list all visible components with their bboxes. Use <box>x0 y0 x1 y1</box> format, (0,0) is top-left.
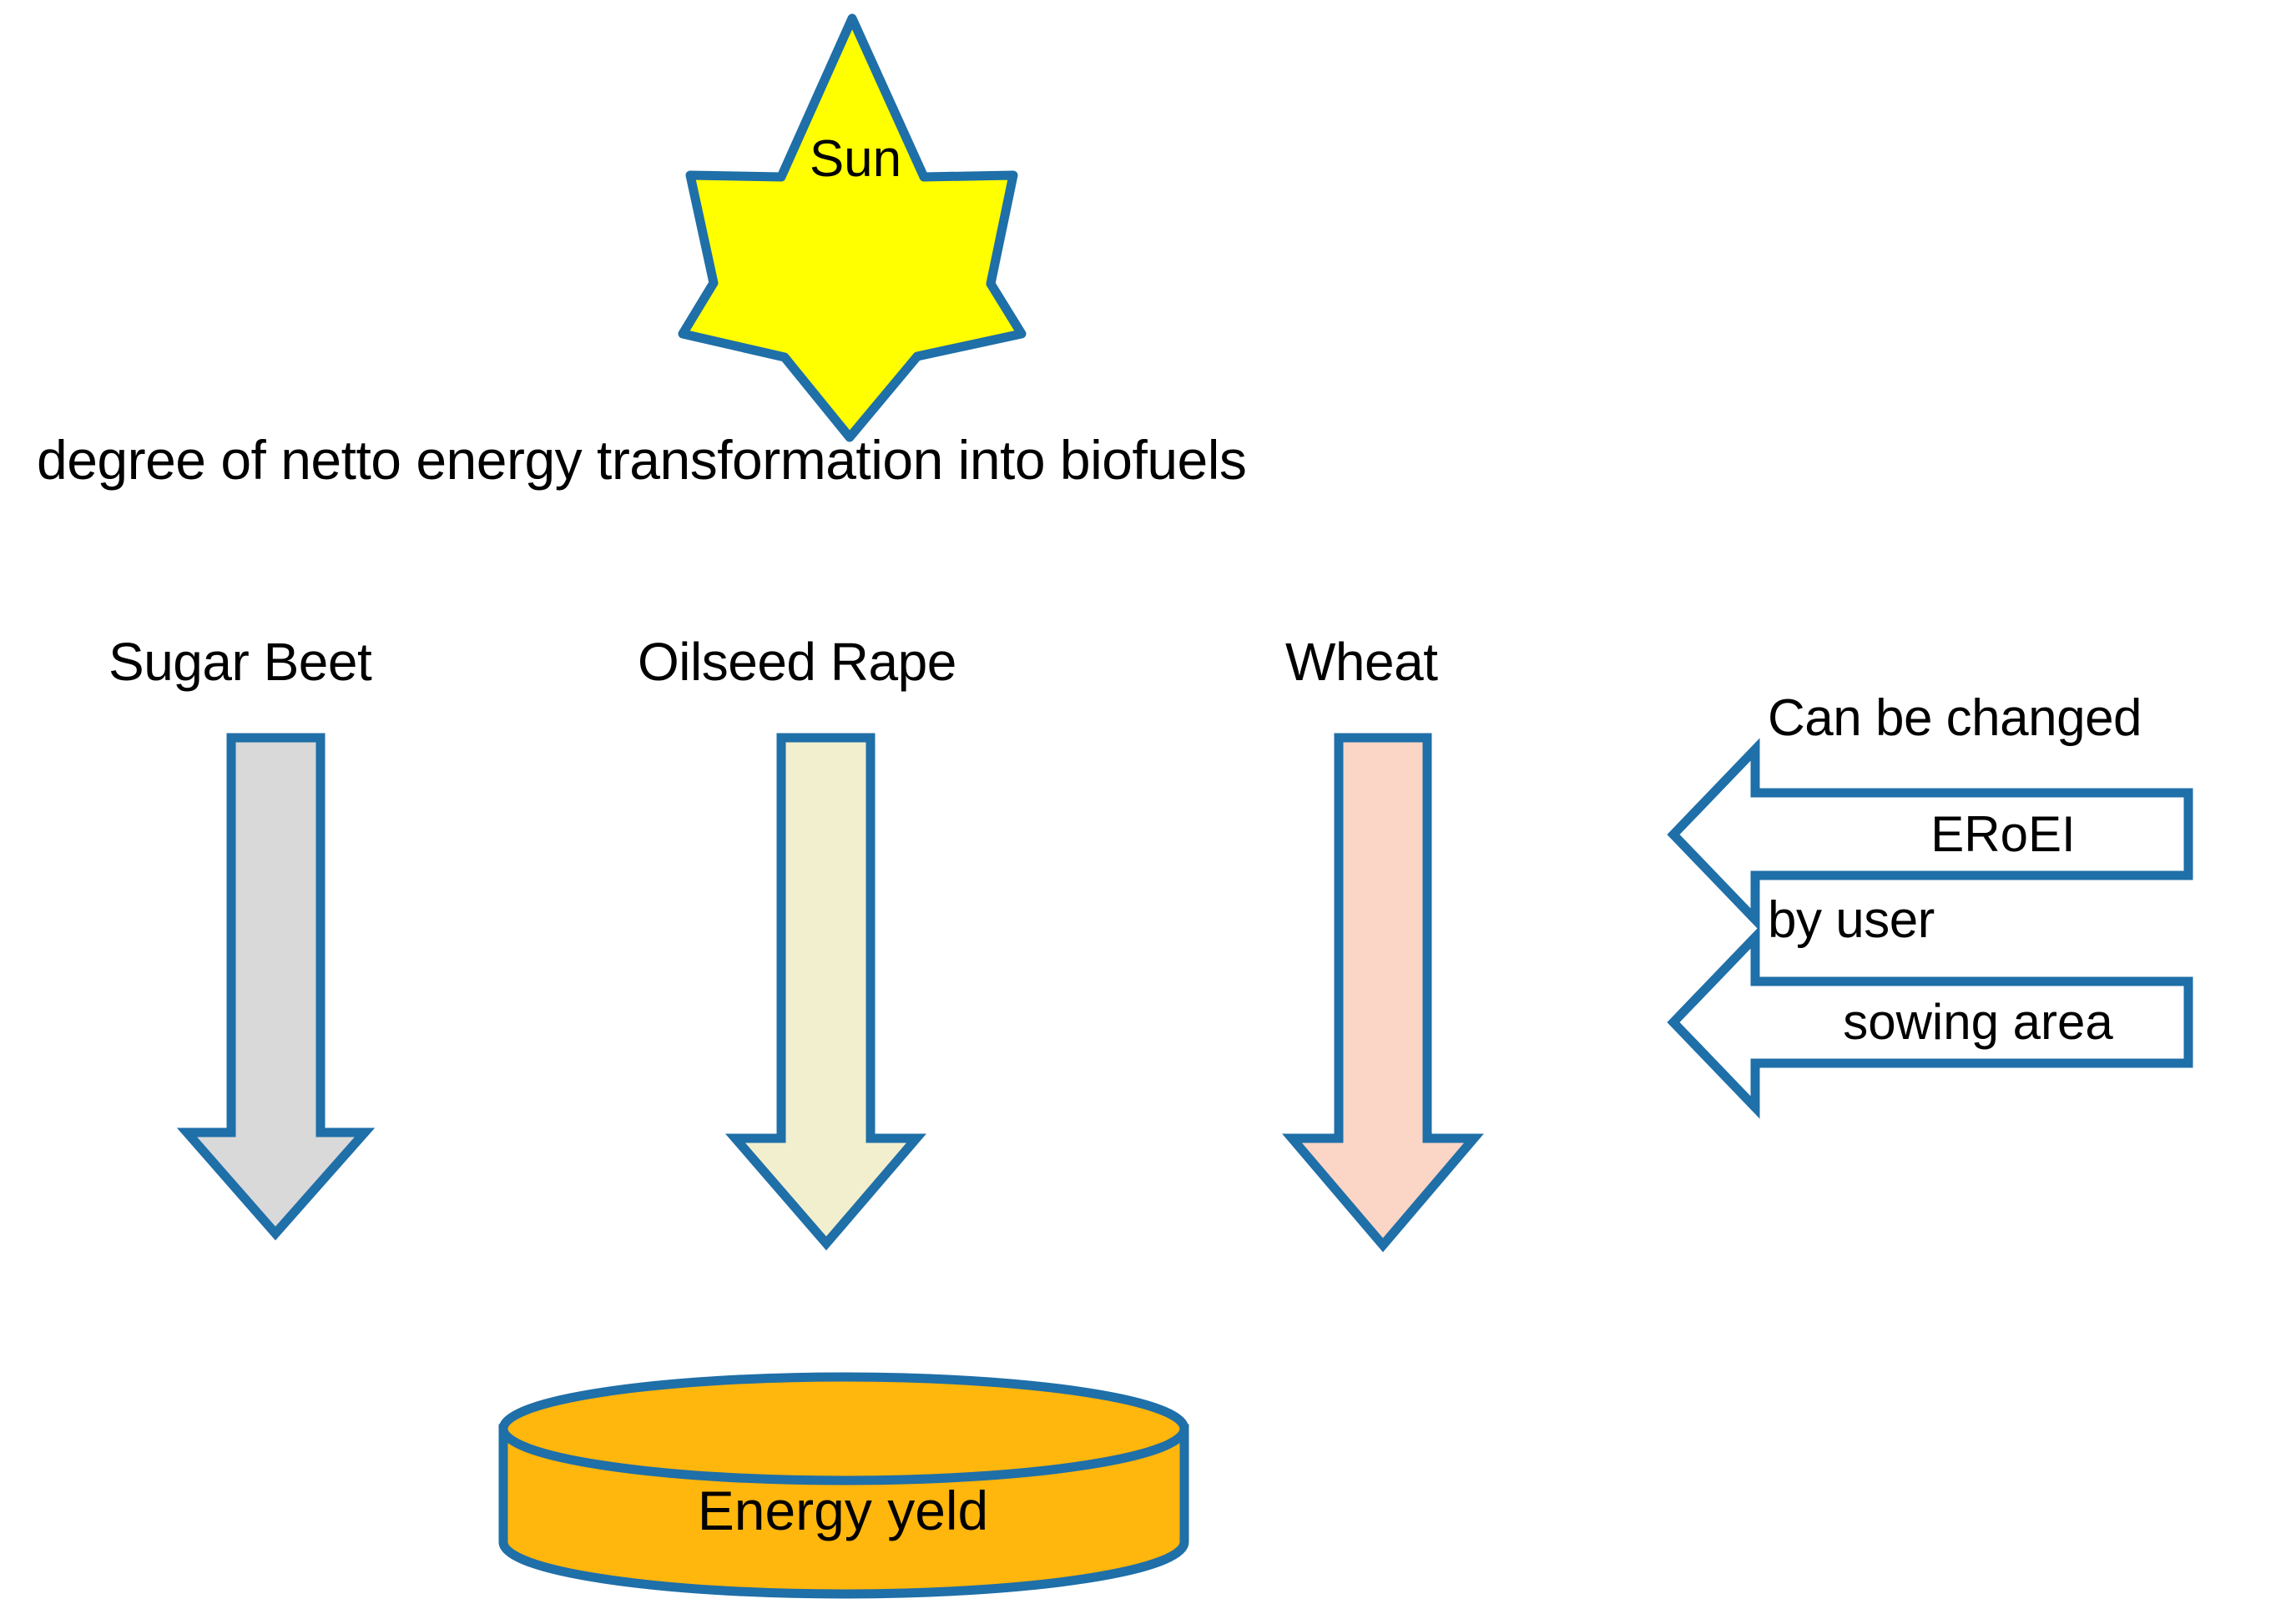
crop-label-sugar-beet: Sugar Beet <box>108 632 372 692</box>
sun-star-shape <box>678 13 1027 442</box>
eroei-arrow-shape <box>1667 738 2193 931</box>
sowing-area-label[interactable]: sowing area <box>1843 994 2113 1050</box>
energy-yeld-cylinder-shape <box>498 1372 1189 1599</box>
user-input-note: Can be changed by user <box>1768 551 2142 1089</box>
wheat-arrow-shape <box>1282 733 1484 1253</box>
user-input-note-line2: by user <box>1768 890 1935 949</box>
oilseed-rape-arrow-shape <box>724 733 926 1251</box>
page-title: degree of netto energy transformation in… <box>37 429 1247 491</box>
user-input-note-line1: Can be changed <box>1768 689 2142 748</box>
eroei-label[interactable]: ERoEI <box>1930 806 2076 862</box>
sowing-area-arrow-shape <box>1667 925 2193 1119</box>
crop-label-wheat: Wheat <box>1285 632 1438 692</box>
sun-label: Sun <box>809 130 902 188</box>
sugar-beet-arrow-shape <box>176 733 376 1241</box>
crop-label-oilseed-rape: Oilseed Rape <box>638 632 956 692</box>
energy-yeld-label: Energy yeld <box>697 1480 989 1541</box>
